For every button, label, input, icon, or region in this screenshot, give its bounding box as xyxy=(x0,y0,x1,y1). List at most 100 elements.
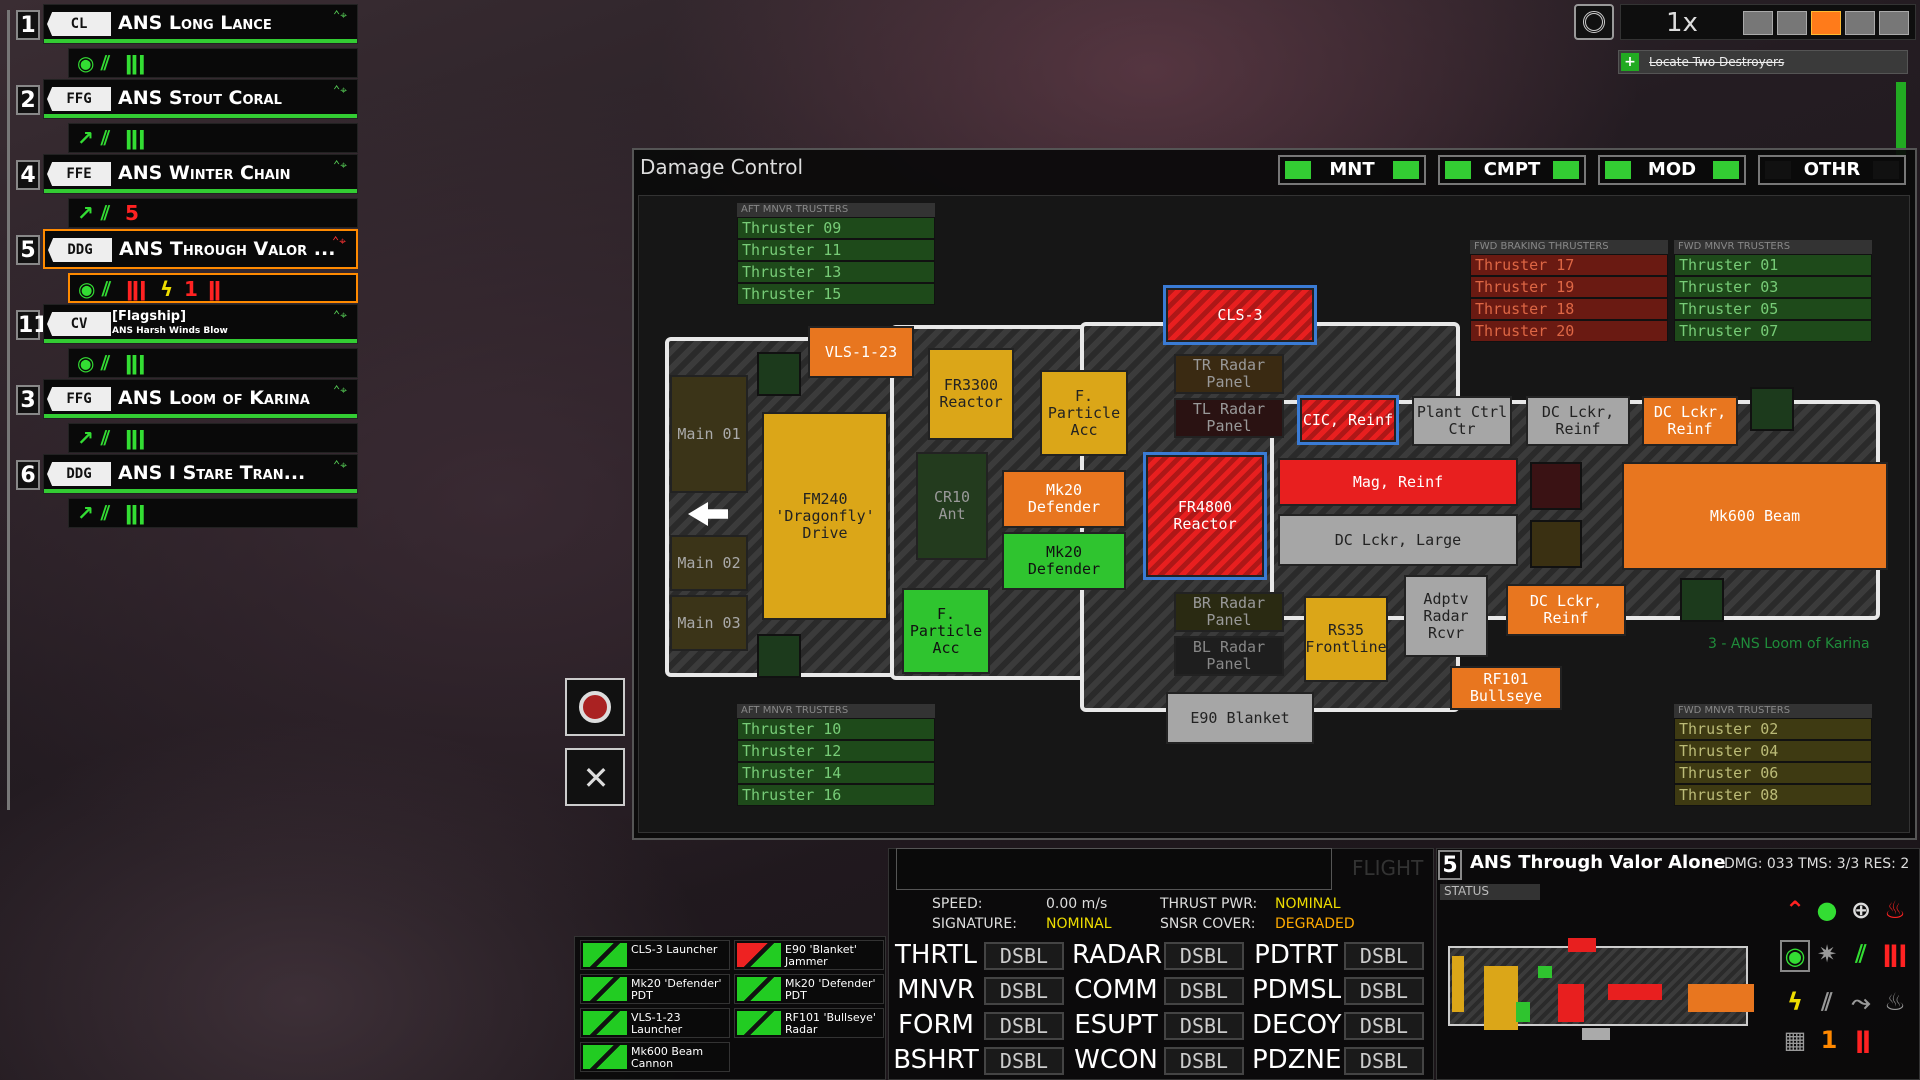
thruster[interactable]: Thruster 15 xyxy=(737,283,935,305)
component-slot[interactable] xyxy=(757,352,801,396)
crew-icon: ● xyxy=(1816,896,1838,924)
step-button[interactable] xyxy=(1777,11,1807,35)
system-disable-button[interactable]: DSBL xyxy=(1344,1012,1424,1040)
system-disable-button[interactable]: DSBL xyxy=(1344,977,1424,1005)
thruster[interactable]: Thruster 07 xyxy=(1674,320,1872,342)
thruster[interactable]: Thruster 02 xyxy=(1674,718,1872,740)
system-disable-button[interactable]: DSBL xyxy=(1164,942,1244,970)
fire-icon: ♨ xyxy=(1884,896,1906,924)
play-button[interactable] xyxy=(1811,11,1841,35)
system-disable-button[interactable]: DSBL xyxy=(984,1012,1064,1040)
system-disable-button[interactable]: DSBL xyxy=(984,942,1064,970)
repair-team-button[interactable] xyxy=(565,678,625,736)
system-disable-button[interactable]: DSBL xyxy=(1344,942,1424,970)
system-disable-button[interactable]: DSBL xyxy=(1164,1047,1244,1075)
component-main-02[interactable]: Main 02 xyxy=(670,535,748,591)
component-adptv-radar[interactable]: Adptv Radar Rcvr xyxy=(1404,575,1488,657)
weapon-item[interactable]: Mk600 Beam Cannon xyxy=(580,1042,730,1072)
thruster[interactable]: Thruster 06 xyxy=(1674,762,1872,784)
component-cr10-ant[interactable]: CR10 Ant xyxy=(916,452,988,560)
component-main-03[interactable]: Main 03 xyxy=(670,595,748,651)
weapon-item[interactable]: RF101 'Bullseye' Radar xyxy=(734,1008,884,1038)
component-slot[interactable] xyxy=(1530,462,1582,510)
component-plant-ctrl[interactable]: Plant Ctrl Ctr xyxy=(1412,396,1512,446)
component-br-radar-panel[interactable]: BR Radar Panel xyxy=(1174,592,1284,632)
component-fr3300-reactor[interactable]: FR3300 Reactor xyxy=(928,348,1014,440)
component-mk20-defender-2[interactable]: Mk20 Defender xyxy=(1002,532,1126,590)
thruster[interactable]: Thruster 09 xyxy=(737,217,935,239)
component-mag[interactable]: Mag, Reinf xyxy=(1278,458,1518,506)
component-dc-locker-large[interactable]: DC Lckr, Large xyxy=(1278,514,1518,566)
objective-bar[interactable]: + Locate Two Destroyers xyxy=(1618,50,1908,74)
thruster[interactable]: Thruster 18 xyxy=(1470,298,1668,320)
thruster[interactable]: Thruster 05 xyxy=(1674,298,1872,320)
thruster[interactable]: Thruster 08 xyxy=(1674,784,1872,806)
system-disable-button[interactable]: DSBL xyxy=(1164,977,1244,1005)
weapon-item[interactable]: E90 'Blanket' Jammer xyxy=(734,940,884,970)
thruster[interactable]: Thruster 13 xyxy=(737,261,935,283)
tab-othr[interactable]: OTHR xyxy=(1758,155,1906,185)
component-tr-radar-panel[interactable]: TR Radar Panel xyxy=(1174,354,1284,394)
fast-forward-button[interactable] xyxy=(1845,11,1875,35)
component-drive[interactable]: FM240 'Dragonfly' Drive xyxy=(762,412,888,620)
weapon-item[interactable]: VLS-1-23 Launcher xyxy=(580,1008,730,1038)
component-cic[interactable]: CIC, Reinf xyxy=(1297,395,1399,445)
system-disable-button[interactable]: DSBL xyxy=(984,977,1064,1005)
component-slot[interactable] xyxy=(1680,578,1724,622)
system-disable-button[interactable]: DSBL xyxy=(1164,1012,1244,1040)
component-dc-locker-2[interactable]: DC Lckr, Reinf xyxy=(1642,396,1738,446)
tab-flight[interactable]: FLIGHT xyxy=(1352,856,1424,880)
component-mk20-defender-1[interactable]: Mk20 Defender xyxy=(1002,470,1126,528)
thruster[interactable]: Thruster 12 xyxy=(737,740,935,762)
thruster[interactable]: Thruster 16 xyxy=(737,784,935,806)
component-fr4800-reactor[interactable]: FR4800 Reactor xyxy=(1143,452,1267,580)
fleet-ship-number: 6 xyxy=(16,460,40,490)
component-tl-radar-panel[interactable]: TL Radar Panel xyxy=(1174,398,1284,438)
thruster[interactable]: Thruster 10 xyxy=(737,718,935,740)
component-cls-3[interactable]: CLS-3 xyxy=(1163,285,1317,345)
flight-input-box[interactable] xyxy=(896,848,1332,890)
pause-button[interactable] xyxy=(1743,11,1773,35)
component-main-01[interactable]: Main 01 xyxy=(670,375,748,493)
thruster[interactable]: Thruster 11 xyxy=(737,239,935,261)
thruster[interactable]: Thruster 17 xyxy=(1470,254,1668,276)
component-slot[interactable] xyxy=(1530,520,1582,568)
component-dc-locker-1[interactable]: DC Lckr, Reinf xyxy=(1526,396,1630,446)
thruster[interactable]: Thruster 01 xyxy=(1674,254,1872,276)
fleet-ship-row[interactable]: CV[Flagship]ANS Harsh Winds Blow⌃⌖ xyxy=(43,304,358,344)
system-disable-button[interactable]: DSBL xyxy=(984,1047,1064,1075)
thruster[interactable]: Thruster 20 xyxy=(1470,320,1668,342)
weapon-item[interactable]: Mk20 'Defender' PDT xyxy=(734,974,884,1004)
component-mk600-beam[interactable]: Mk600 Beam xyxy=(1622,462,1888,570)
component-e90-blanket[interactable]: E90 Blanket xyxy=(1166,692,1314,744)
tab-cmpt[interactable]: CMPT xyxy=(1438,155,1586,185)
evacuate-button[interactable]: ✕ xyxy=(565,748,625,806)
tactical-view-button[interactable] xyxy=(1574,4,1614,40)
status-icon: ⫽ xyxy=(101,426,110,450)
component-slot[interactable] xyxy=(1750,387,1794,431)
thruster[interactable]: Thruster 14 xyxy=(737,762,935,784)
component-rs35[interactable]: RS35 Frontline xyxy=(1304,596,1388,682)
component-vls[interactable]: VLS-1-23 xyxy=(808,326,914,378)
component-dc-locker-3[interactable]: DC Lckr, Reinf xyxy=(1506,584,1626,636)
component-particle-acc-2[interactable]: F. Particle Acc xyxy=(902,588,990,674)
system-disable-button[interactable]: DSBL xyxy=(1344,1047,1424,1075)
thruster[interactable]: Thruster 19 xyxy=(1470,276,1668,298)
fastest-button[interactable] xyxy=(1879,11,1909,35)
component-slot[interactable] xyxy=(757,634,801,678)
component-bl-radar-panel[interactable]: BL Radar Panel xyxy=(1174,636,1284,676)
weapon-item[interactable]: CLS-3 Launcher xyxy=(580,940,730,970)
component-rf101[interactable]: RF101 Bullseye xyxy=(1450,666,1562,710)
tab-mnt[interactable]: MNT xyxy=(1278,155,1426,185)
tab-mod[interactable]: MOD xyxy=(1598,155,1746,185)
component-particle-acc-1[interactable]: F. Particle Acc xyxy=(1040,370,1128,456)
weapon-item[interactable]: Mk20 'Defender' PDT xyxy=(580,974,730,1004)
thruster[interactable]: Thruster 03 xyxy=(1674,276,1872,298)
thruster[interactable]: Thruster 04 xyxy=(1674,740,1872,762)
